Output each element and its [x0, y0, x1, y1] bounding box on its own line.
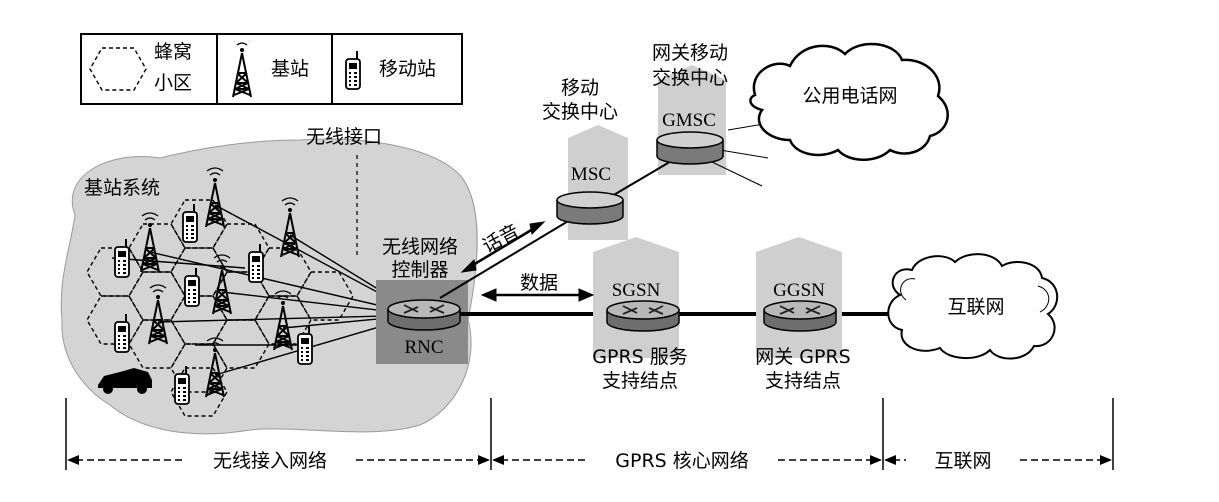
rnc-title-line1: 无线网络	[381, 236, 459, 258]
voice-arrow	[460, 221, 546, 273]
data-arrow	[480, 288, 595, 302]
msc-abbr: MSC	[570, 164, 612, 185]
pstn-label: 公用电话网	[802, 85, 898, 107]
ggsn-desc-line2: 支持结点	[764, 370, 842, 392]
car-icon	[98, 368, 152, 394]
gmsc-abbr: GMSC	[662, 110, 716, 131]
rnc-title-line2: 控制器	[391, 259, 449, 281]
ggsn-desc-line1: 网关 GPRS	[755, 346, 851, 368]
segment-internet: 互联网	[934, 450, 992, 472]
segment-ruler	[65, 398, 1114, 470]
msc-title-line1: 移动	[560, 77, 600, 99]
msc-device	[556, 191, 624, 225]
hexagon-cell-icon	[89, 47, 147, 91]
base-station-icon	[232, 41, 252, 98]
ggsn-abbr: GGSN	[773, 280, 825, 301]
legend-cell-label-2: 小区	[154, 72, 193, 94]
radio-access-region	[60, 138, 478, 435]
legend-cell-label-1: 蜂窝	[154, 41, 193, 63]
segment-radio-access: 无线接入网络	[212, 450, 328, 472]
internet-cloud	[887, 253, 1058, 360]
gmsc-title-line2: 交换中心	[651, 67, 729, 89]
legend	[80, 33, 463, 105]
base-station-system-label: 基站系统	[84, 177, 161, 199]
sgsn-desc-line1: GPRS 服务	[592, 346, 688, 368]
mobile-station-icon	[345, 50, 361, 90]
pstn-cloud	[749, 42, 949, 161]
sgsn-abbr: SGSN	[611, 280, 661, 301]
data-label: 数据	[520, 272, 559, 294]
legend-mobile-station-label: 移动站	[379, 58, 437, 80]
sgsn-desc-line2: 支持结点	[601, 370, 679, 392]
rnc-device	[387, 299, 461, 331]
air-interface-label: 无线接口	[306, 126, 383, 148]
ggsn-device	[763, 300, 837, 332]
rnc-msc-link	[439, 207, 591, 299]
rnc-abbr: RNC	[404, 337, 444, 358]
internet-label: 互联网	[947, 296, 1005, 318]
msc-title-line2: 交换中心	[541, 101, 619, 123]
sgsn-device	[606, 300, 680, 332]
segment-gprs-core: GPRS 核心网络	[615, 450, 749, 472]
legend-base-station-label: 基站	[271, 58, 310, 80]
gmsc-title-line1: 网关移动	[651, 42, 729, 64]
gmsc-device	[656, 131, 724, 165]
